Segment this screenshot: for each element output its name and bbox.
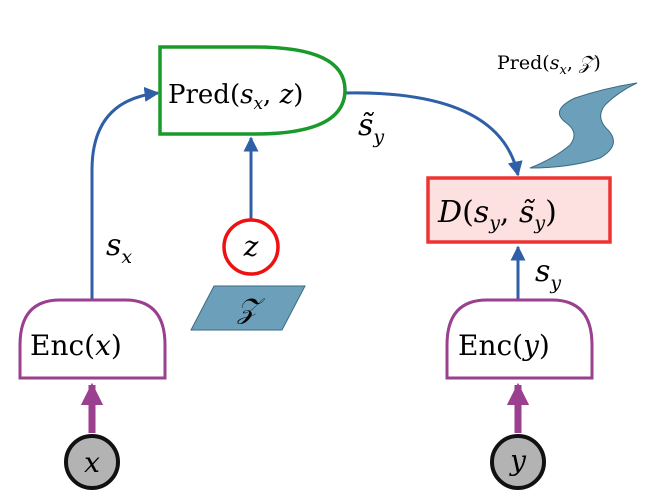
input-y-node: [490, 434, 546, 490]
encoder-x-box: [18, 298, 167, 380]
edge-label-sy: sy: [535, 254, 561, 294]
edge-label-sy-tilde: s̃y: [358, 108, 384, 148]
prediction-set-label: Pred(sx, 𝒵): [497, 52, 601, 78]
latent-z-node: [222, 218, 280, 276]
input-y-label: y: [508, 444, 527, 477]
arrow-pred-to-energy: [344, 91, 523, 177]
encoder-x-label: Enc(x): [30, 329, 122, 362]
input-x-node: [64, 434, 120, 490]
predictor-box: [158, 45, 347, 136]
energy-label: D(sy, s̃y): [437, 195, 557, 234]
edge-label-sx: sx: [106, 228, 132, 268]
prediction-set-shape: [529, 82, 638, 169]
encoder-y-box: [445, 298, 594, 380]
arrow-encx-to-pred: [90, 86, 160, 300]
energy-box: [426, 176, 612, 244]
encoder-y-label: Enc(y): [458, 329, 550, 362]
latent-z-label: z: [243, 230, 259, 263]
predictor-label: Pred(sx, z): [168, 80, 303, 114]
input-x-label: x: [84, 446, 100, 479]
latent-space-shape: [190, 285, 306, 331]
